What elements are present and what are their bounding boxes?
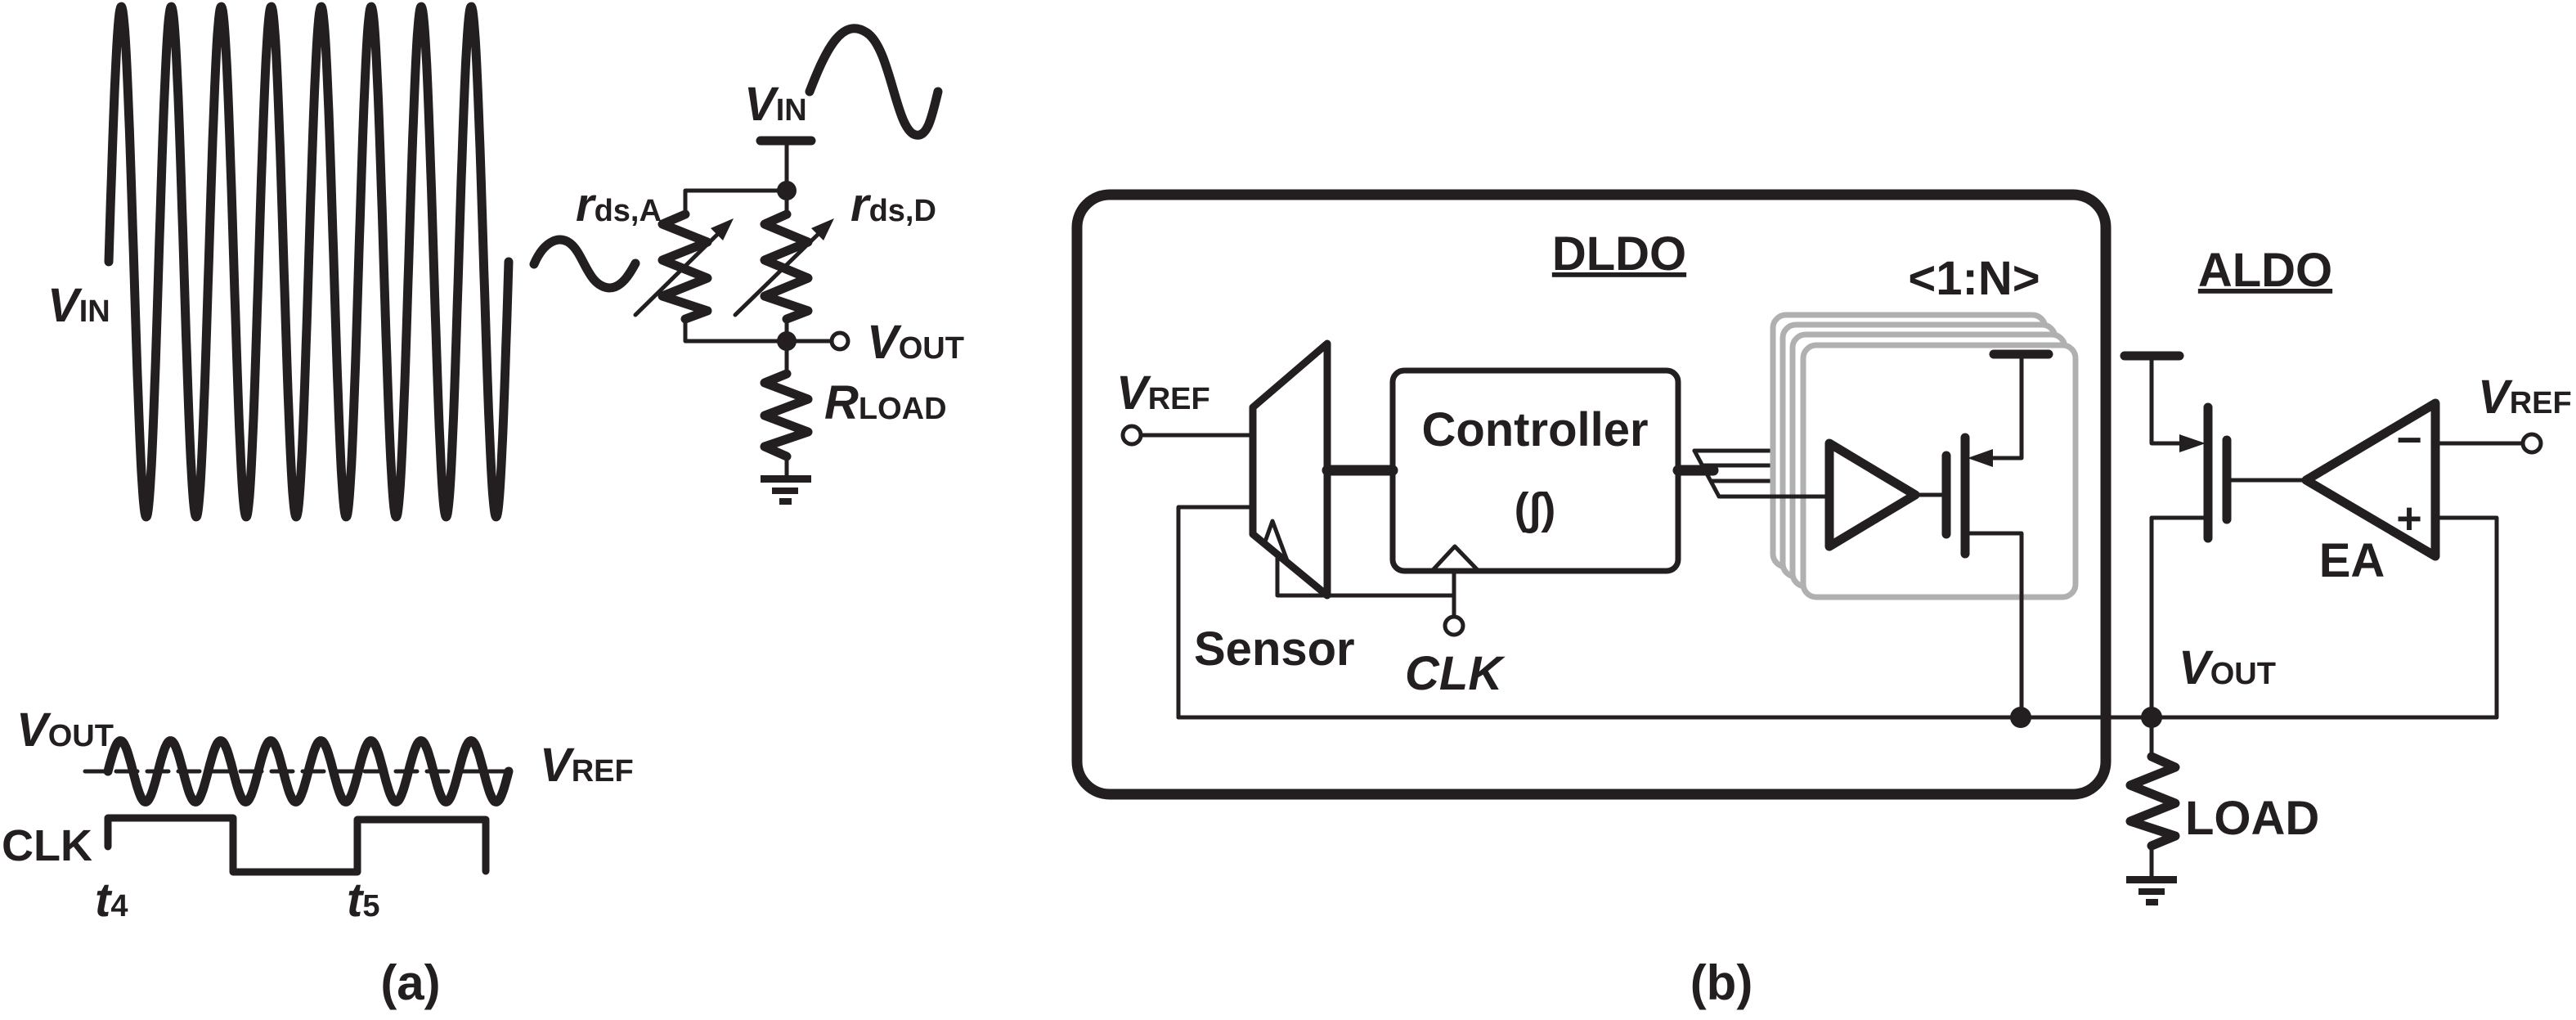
time-marker-t5: t5	[347, 874, 379, 927]
rds-d-arrowhead-icon	[811, 218, 834, 240]
clk-terminal	[1443, 614, 1465, 637]
vout-waveform	[103, 736, 514, 807]
dldo-pmos-power-switch-icon	[1941, 349, 2053, 720]
ea-minus-sign: −	[2396, 416, 2422, 465]
controller-clock-triangle-icon	[1430, 544, 1480, 573]
load-label: LOAD	[2185, 792, 2319, 845]
controller-block	[1389, 367, 1681, 574]
ea-label: EA	[2319, 534, 2385, 587]
rds-a-variable-arrow	[633, 224, 728, 317]
controller-integrator-symbol: (∫)	[1515, 484, 1556, 533]
rds-a-bottom-wire	[683, 317, 789, 344]
aldo-block: ALDO − + EA VREF VOUT	[2120, 244, 2572, 720]
feedback-wire	[1176, 505, 1255, 720]
vout-circuit-label: VOUT	[867, 316, 964, 369]
gate-driver-buffer-icon	[1824, 438, 1920, 551]
vin-wave-label: VIN	[47, 279, 110, 332]
dldo-vref-terminal	[1120, 424, 1143, 447]
ea-plus-sign: +	[2396, 494, 2422, 543]
clk-waveform	[104, 814, 490, 876]
dldo-vref-label: VREF	[1116, 366, 1210, 420]
sensor-clock-triangle-icon	[1262, 519, 1290, 565]
vin-ripple-sine-icon	[805, 24, 943, 140]
clk-label: CLK	[1405, 647, 1506, 700]
bus-splitter-icon	[1692, 448, 1721, 499]
rds-d-label: rds,D	[850, 178, 936, 231]
rds-a-top-wire	[683, 188, 789, 217]
vout-node-label: VOUT	[2179, 641, 2276, 694]
rload-resistor	[760, 369, 813, 461]
dldo-block: DLDO VREF Sensor Controller (∫) CLK <1:N…	[1071, 189, 2112, 800]
load-resistor	[2125, 752, 2180, 851]
gate-ripple-sine-icon	[529, 235, 640, 293]
aldo-title: ALDO	[2198, 244, 2332, 297]
vout-terminal	[829, 330, 850, 352]
ground-icon	[2126, 876, 2177, 905]
array-size-label: <1:N>	[1908, 252, 2040, 305]
aldo-vref-terminal	[2520, 432, 2543, 455]
panel-a-caption: (a)	[380, 955, 440, 1010]
rds-d-variable-arrow	[733, 224, 828, 317]
rds-d-resistor	[760, 209, 813, 324]
error-amplifier	[2301, 398, 2440, 561]
time-marker-t4: t4	[95, 874, 128, 927]
aldo-vref-label: VREF	[2478, 371, 2572, 424]
ground-icon	[761, 475, 811, 505]
sensor-clock-wire	[1275, 551, 1456, 598]
vref-wave-label: VREF	[540, 739, 634, 792]
vin-supply-label: VIN	[744, 78, 807, 131]
rds-a-arrowhead-icon	[711, 218, 734, 240]
ea-feedback-wire	[2433, 515, 2499, 720]
sensor-label: Sensor	[1194, 622, 1355, 676]
vin-waveform	[104, 2, 514, 522]
controller-label: Controller	[1421, 403, 1648, 456]
clk-wave-label: CLK	[2, 821, 92, 870]
rload-label: RLOAD	[824, 376, 947, 429]
panel-a-waveforms: VIN VOUT VREF CLK t4 t5	[2, 2, 634, 927]
panel-a-equivalent-circuit: VIN rds,A rds,D VOUT RLOAD	[529, 24, 964, 505]
sensor-comparator	[1249, 339, 1331, 600]
dldo-boundary	[1071, 189, 2112, 800]
rds-a-label: rds,A	[576, 178, 662, 231]
vout-wave-label: VOUT	[16, 703, 114, 757]
dldo-title: DLDO	[1552, 227, 1686, 281]
panel-b-caption: (b)	[1690, 955, 1753, 1010]
